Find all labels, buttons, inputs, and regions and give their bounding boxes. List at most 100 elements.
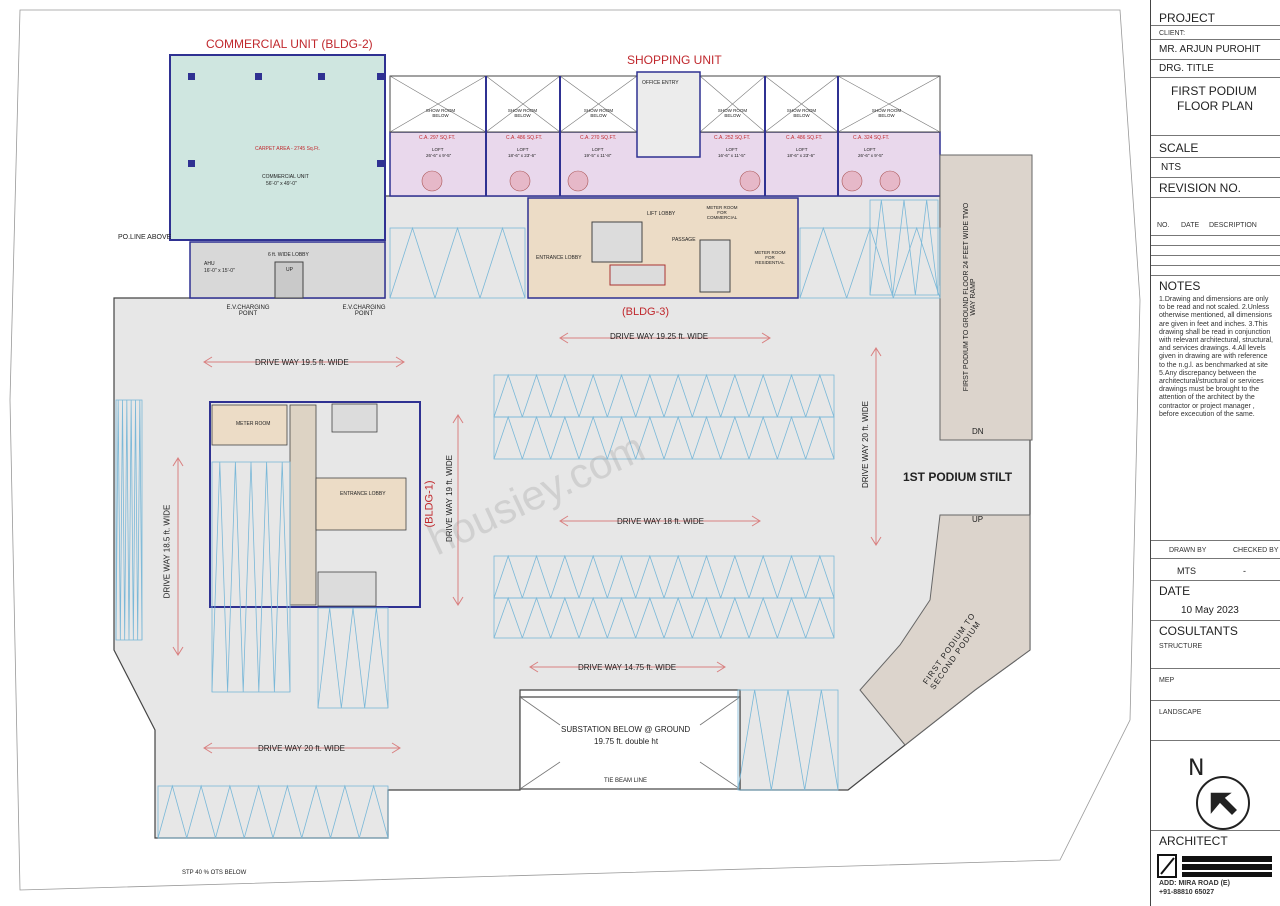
- ev-charging-right: E.V.CHARGING POINT: [342, 305, 386, 317]
- driveway-19-5: DRIVE WAY 19.5 ft. WIDE: [255, 358, 349, 367]
- show-room-2: SHOW ROOM BELOW: [507, 108, 538, 118]
- bldg3-label: (BLDG-3): [622, 306, 670, 318]
- project-label: PROJECT: [1159, 11, 1216, 25]
- drg-title-label: DRG. TITLE: [1159, 63, 1214, 74]
- parking-row-lower-b: [493, 596, 835, 639]
- drive-arrows: [172, 332, 882, 754]
- parking-row-ramp-top: [869, 199, 939, 296]
- driveway-20-bottom: DRIVE WAY 20 ft. WIDE: [258, 744, 345, 753]
- commercial-unit-block: [169, 54, 386, 241]
- arrow-driveway-18-5: [172, 457, 184, 656]
- driveway-19-25: DRIVE WAY 19.25 ft. WIDE: [610, 332, 709, 341]
- north-arrow-icon: [1196, 776, 1250, 830]
- lobby-6ft: 6 ft. WIDE LOBBY: [268, 252, 309, 258]
- rev-col-description: DESCRIPTION: [1209, 222, 1257, 229]
- commercial-area: CARPET AREA - 2745 Sq.Ft.: [255, 146, 320, 152]
- entrance-lobby-b1: ENTRANCE LOBBY: [340, 491, 386, 497]
- drawn-by-value: MTS: [1177, 566, 1196, 576]
- ca-1: C.A. 297 SQ.FT.: [419, 135, 456, 141]
- checked-by-value: -: [1243, 566, 1246, 576]
- passage-b3: PASSAGE: [672, 237, 696, 243]
- consultants-label: COSULTANTS: [1159, 624, 1238, 638]
- entrance-lobby-b3: ENTRANCE LOBBY: [536, 255, 582, 261]
- loft-dim-4: 16'-6" x 11'-5": [718, 153, 746, 158]
- driveway-14-75: DRIVE WAY 14.75 ft. WIDE: [578, 663, 677, 672]
- commercial-heading: COMMERCIAL UNIT (BLDG-2): [206, 37, 373, 51]
- drawing-title-line2: FLOOR PLAN: [1177, 99, 1254, 113]
- driveway-18: DRIVE WAY 18 ft. WIDE: [617, 517, 704, 526]
- firm-phone: +91-88810 65027: [1159, 889, 1215, 896]
- meter-room-b1: METER ROOM: [236, 421, 271, 427]
- ramp-ground-label: FIRST PODIUM TO GROUND FLOOR 24 FEET WID…: [963, 202, 977, 392]
- loft-dim-6: 26'-6" x 9'-5": [858, 153, 884, 158]
- north-letter: N: [1188, 756, 1205, 781]
- parking-row-top-left: [389, 226, 526, 299]
- scale-value: NTS: [1161, 162, 1181, 173]
- lift-lobby: LIFT LOBBY: [647, 211, 676, 217]
- bldg1-core: [209, 401, 421, 608]
- loft-1: LOFT: [432, 147, 444, 152]
- commercial-unit-label: COMMERCIAL UNIT: [262, 174, 309, 180]
- ca-6: C.A. 324 SQ.FT.: [853, 135, 890, 141]
- loft-3: LOFT: [592, 147, 604, 152]
- show-room-6: SHOW ROOM BELOW: [871, 108, 902, 118]
- date-value: 10 May 2023: [1181, 605, 1239, 616]
- arrow-driveway-18: [559, 515, 761, 527]
- parking-row-upper-b: [493, 415, 835, 460]
- architect-label: ARCHITECT: [1159, 834, 1228, 848]
- parking-row-left: [115, 399, 143, 641]
- show-room-5: SHOW ROOM BELOW: [786, 108, 817, 118]
- floor-plan-drawing: COMMERCIAL UNIT (BLDG-2) SHOPPING UNIT C…: [9, 9, 1141, 891]
- rev-col-no: NO.: [1157, 222, 1170, 229]
- client-label: CLIENT:: [1159, 30, 1186, 37]
- show-room-1: SHOW ROOM BELOW: [425, 108, 456, 118]
- arrow-driveway-19-25: [559, 332, 771, 344]
- loft-5: LOFT: [796, 147, 808, 152]
- up-label: UP: [286, 267, 293, 273]
- shopping-heading: SHOPPING UNIT: [627, 53, 722, 67]
- arrow-driveway-20: [203, 742, 401, 754]
- arrow-driveway-19: [452, 414, 464, 606]
- tie-beam-label: TIE BEAM LINE: [604, 778, 648, 784]
- drawn-by-label: DRAWN BY: [1169, 547, 1207, 554]
- po-line-label: PO.LINE ABOVE: [118, 234, 172, 241]
- ca-5: C.A. 486 SQ.FT.: [786, 135, 823, 141]
- checked-by-label: CHECKED BY: [1233, 547, 1279, 554]
- parking-row-bldg1: [211, 461, 291, 693]
- scale-label: SCALE: [1159, 141, 1199, 155]
- driveway-20-right: DRIVE WAY 20 ft. WIDE: [860, 401, 870, 488]
- drawing-title-line1: FIRST PODIUM: [1171, 84, 1257, 98]
- arrow-driveway-19-5: [203, 356, 405, 368]
- ev-charging-left: E.V.CHARGING POINT: [226, 305, 270, 317]
- parking-row-bldg1-b: [317, 607, 389, 709]
- show-room-3: SHOW ROOM BELOW: [583, 108, 614, 118]
- substation-box: [519, 696, 741, 790]
- firm-address: ADD: MIRA ROAD (E): [1159, 880, 1230, 887]
- meter-room-residential: METER ROOM FOR RESIDENTIAL: [754, 250, 786, 265]
- mep-label: MEP: [1159, 677, 1175, 684]
- ramp-to-ground: [939, 154, 1033, 441]
- commercial-dim: 56'-0" x 49'-0": [266, 181, 297, 187]
- ca-2: C.A. 486 SQ.FT.: [506, 135, 543, 141]
- loft-dim-2: 18'-6" x 23'-6": [508, 153, 536, 158]
- ahu-dim: 16'-0" x 15'-0": [204, 268, 235, 274]
- ramp-dn: DN: [972, 427, 984, 436]
- substation-height: 19.75 ft. double ht: [594, 737, 659, 746]
- rev-col-date: DATE: [1181, 222, 1200, 229]
- ramp-up: UP: [972, 515, 984, 524]
- office-entry: OFFICE ENTRY: [642, 80, 679, 86]
- loft-dim-1: 26'-6" x 9'-5": [426, 153, 452, 158]
- ca-3: C.A. 270 SQ.FT.: [580, 135, 617, 141]
- notes-text: 1.Drawing and dimensions are only to be …: [1159, 296, 1273, 418]
- stilt-label: 1ST PODIUM STILT: [903, 470, 1013, 484]
- structure-label: STRUCTURE: [1159, 643, 1203, 650]
- firm-logo-icon: [1156, 852, 1274, 880]
- ahu-label: AHU: [204, 261, 215, 267]
- notes-heading: NOTES: [1159, 279, 1201, 293]
- loft-dim-3: 19'-5" x 11'-8": [584, 153, 612, 158]
- title-block: PROJECT CLIENT: MR. ARJUN PUROHIT DRG. T…: [1150, 0, 1280, 906]
- arrow-driveway-14-75: [529, 661, 726, 673]
- floor-plan-svg: [9, 9, 1141, 891]
- landscape-label: LANDSCAPE: [1159, 709, 1202, 716]
- loft-dim-5: 18'-6" x 23'-6": [787, 153, 815, 158]
